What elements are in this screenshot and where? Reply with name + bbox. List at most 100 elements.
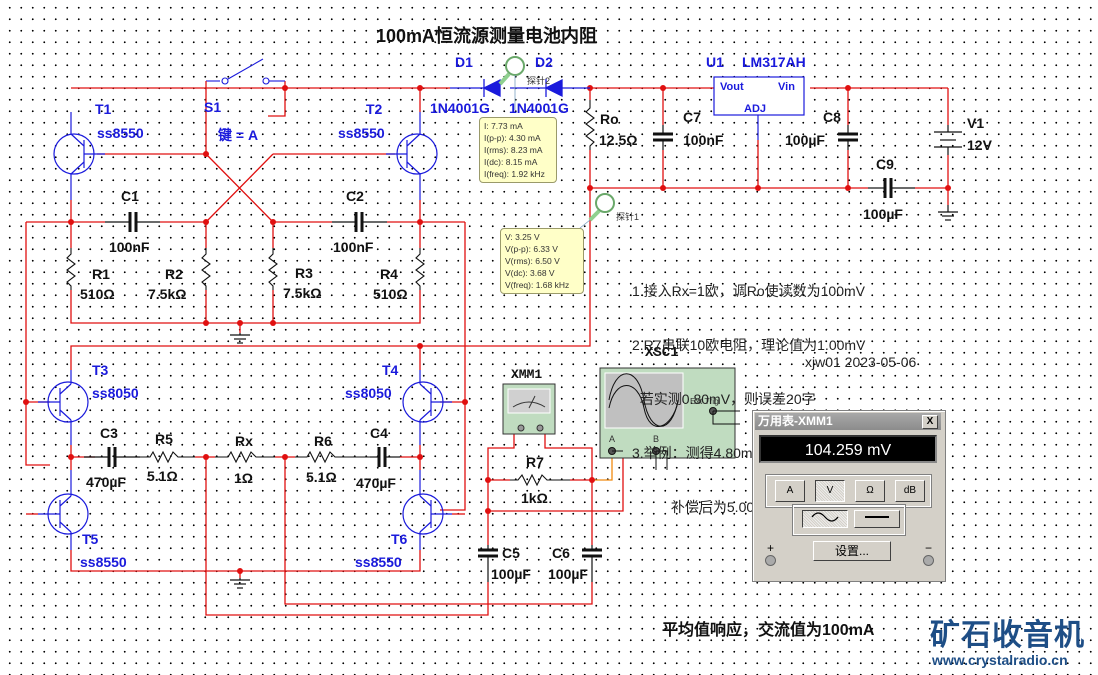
probe-current-icon <box>498 56 525 110</box>
r5-ref: R5 <box>155 431 173 447</box>
brand-logo: 矿石收音机 <box>930 619 1085 652</box>
transistor-t2 <box>386 112 438 200</box>
transistor-t5 <box>38 470 89 550</box>
multimeter-mode-group <box>792 504 906 536</box>
t2-model: ss8550 <box>338 125 385 141</box>
c6-ref: C6 <box>552 545 570 561</box>
probe-voltage-readout: V: 3.25 V V(p-p): 6.33 V V(rms): 6.50 V … <box>500 228 584 294</box>
r7-ref: R7 <box>526 454 544 470</box>
resistor-r4 <box>415 248 425 290</box>
multimeter-reading: 104.259 mV <box>759 435 937 463</box>
c3-value: 470µF <box>86 474 126 490</box>
c4-value: 470µF <box>356 475 396 491</box>
t2-ref: T2 <box>366 101 383 117</box>
multimeter-ac-button[interactable] <box>802 510 848 528</box>
capacitor-c7 <box>653 125 673 150</box>
d2-model: 1N4001G <box>509 100 569 116</box>
probe-voltage-name: 探针1 <box>616 212 640 222</box>
ground-2 <box>230 578 250 589</box>
probe-voltage-icon <box>579 193 615 229</box>
c3-ref: C3 <box>100 425 118 441</box>
capacitor-c9 <box>868 178 915 198</box>
r4-value: 510Ω <box>373 286 408 302</box>
probe-voltage-line: V(rms): 6.50 V <box>505 256 560 266</box>
multimeter-titlebar[interactable]: 万用表-XMM1 X <box>755 413 941 430</box>
capacitor-c8 <box>838 125 858 150</box>
s1-ref: S1 <box>204 99 222 115</box>
scope-a-wire <box>592 452 613 481</box>
ground-1 <box>230 333 250 344</box>
ground-3 <box>938 205 958 221</box>
xmm1-instrument <box>502 383 556 435</box>
multimeter-btn-db[interactable]: dB <box>895 480 925 502</box>
u1-pin-vout: Vout <box>720 81 744 93</box>
close-icon[interactable]: X <box>922 415 938 429</box>
ro-value: 12.5Ω <box>599 132 638 148</box>
switch-s1 <box>206 58 285 85</box>
resistor-r5 <box>140 450 195 464</box>
capacitor-c1 <box>105 212 160 232</box>
c6-value: 100µF <box>548 566 588 582</box>
note-line: 2.R7串联10欧电阻，理论值为1.00mV <box>632 337 866 353</box>
rx-value: 1Ω <box>234 470 254 486</box>
t4-ref: T4 <box>382 362 399 378</box>
c8-ref: C8 <box>823 109 841 125</box>
r4-ref: R4 <box>380 266 398 282</box>
v1-ref: V1 <box>967 115 985 131</box>
t3-model: ss8050 <box>92 385 139 401</box>
c7-ref: C7 <box>683 109 701 125</box>
d2-ref: D2 <box>535 54 553 70</box>
resistor-r6 <box>295 450 370 464</box>
probe-current-line: I(freq): 1.92 kHz <box>484 169 545 179</box>
multimeter-window[interactable]: 万用表-XMM1 X 104.259 mV A V Ω dB 设置... + − <box>752 410 946 582</box>
c2-value: 100nF <box>333 239 374 255</box>
battery-v1 <box>934 125 962 155</box>
diagram-title: 100mA恒流源测量电池内阻 <box>376 26 598 46</box>
r1-value: 510Ω <box>80 286 115 302</box>
footer-caption: 平均值响应，交流值为100mA <box>662 622 875 639</box>
probe-voltage-line: V(dc): 3.68 V <box>505 268 555 278</box>
multimeter-title: 万用表-XMM1 <box>758 414 833 428</box>
r3-value: 7.5kΩ <box>283 285 322 301</box>
multimeter-btn-ohm[interactable]: Ω <box>855 480 885 502</box>
r2-value: 7.5kΩ <box>148 286 187 302</box>
resistor-r2 <box>201 248 211 290</box>
resistor-r7 <box>510 473 570 487</box>
r5-value: 5.1Ω <box>147 468 178 484</box>
t5-ref: T5 <box>82 531 99 547</box>
multimeter-settings-button[interactable]: 设置... <box>813 541 891 561</box>
xmm1-ref: XMM1 <box>511 367 543 382</box>
c2-ref: C2 <box>346 188 364 204</box>
brand-url: www.crystalradio.cn <box>932 652 1068 668</box>
capacitor-c5 <box>478 545 498 582</box>
r1-ref: R1 <box>92 266 110 282</box>
c1-value: 100nF <box>109 239 150 255</box>
xsc1-ch-a: A <box>609 434 616 444</box>
rx-ref: Rx <box>235 433 253 449</box>
multimeter-minus-terminal[interactable] <box>923 555 934 566</box>
regulator-u1-body <box>713 76 805 116</box>
u1-model: LM317AH <box>742 54 806 70</box>
capacitor-c3 <box>84 447 140 467</box>
multimeter-plus-terminal[interactable] <box>765 555 776 566</box>
d1-ref: D1 <box>455 54 473 70</box>
t1-ref: T1 <box>95 101 112 117</box>
multimeter-dc-button[interactable] <box>854 510 900 528</box>
resistor-ro <box>585 100 595 150</box>
probe-voltage-line: V: 3.25 V <box>505 232 540 242</box>
multimeter-minus-label: − <box>925 541 933 555</box>
transistor-t1 <box>53 112 105 200</box>
c9-value: 100µF <box>863 206 903 222</box>
wires <box>25 81 949 616</box>
multimeter-btn-volt[interactable]: V <box>815 480 845 502</box>
t6-model: ss8550 <box>355 554 402 570</box>
r2-ref: R2 <box>165 266 183 282</box>
multimeter-btn-ampere[interactable]: A <box>775 480 805 502</box>
ro-ref: Ro <box>600 111 619 127</box>
note-line: 1.接入Rx=1欧，调Ro使读数为100mV <box>632 283 866 299</box>
r7-value: 1kΩ <box>521 490 548 506</box>
s1-key: 键 = A <box>218 127 259 143</box>
c5-value: 100µF <box>491 566 531 582</box>
capacitor-c4 <box>370 447 400 467</box>
